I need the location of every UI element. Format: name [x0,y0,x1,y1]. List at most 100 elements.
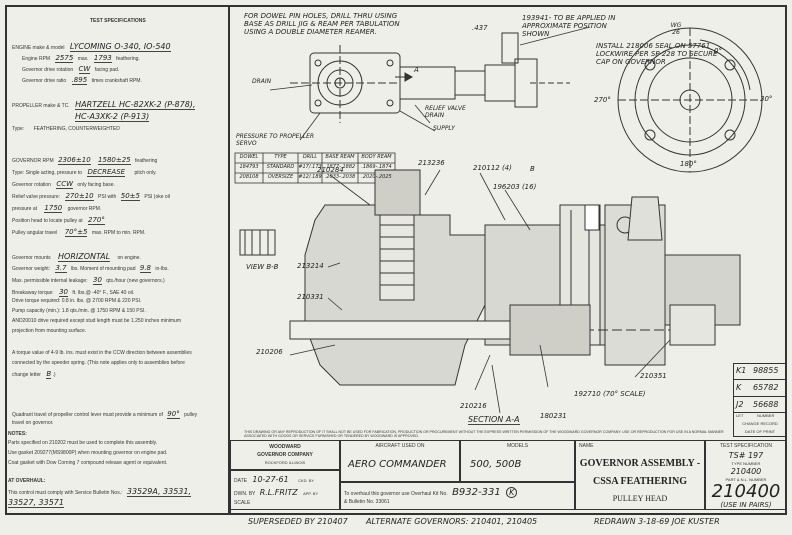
angle-270: 270° [594,96,611,104]
models-cell [460,440,575,482]
aircraft-value: AERO COMMANDER [348,459,447,470]
copyright-note: THIS DRAWING OR ANY REPRODUCTION OF IT S… [244,430,724,439]
spec-note1: Parts specified on 210202 must be used t… [8,440,158,446]
dowel-cell: 184793 [239,164,259,170]
aircraft-label: AIRCRAFT USED ON [375,443,425,449]
footer-redrawn: REDRAWN 3-18-69 JOE KUSTER [594,517,720,526]
spec-overhaul-row: AT OVERHAUL: [8,478,46,484]
spec-torque-note2: connected by the speeder spring. (This n… [12,360,185,366]
spec-gov-rotation-row: Governor rotation CCW only facing base. [12,180,115,189]
part-213214: 213214 [297,262,324,270]
engine-value: LYCOMING O-340, IO-540 [69,42,171,52]
dowel-cell: STANDARD [266,164,295,170]
view-bb [239,229,276,256]
spec-engine-rpm-row: Engine RPM 2575 max. 1793 feathering. [22,54,140,63]
label-section-aa: SECTION A-A [468,415,520,425]
change-row-letter: J2 [736,400,744,409]
spec-pos-row: Position head to locate pulley at 270° [12,216,105,225]
use-in-pairs: (USE IN PAIRS) [720,501,772,509]
test-spec-label: TEST SPECIFICATION [719,443,773,449]
part-180231: 180231 [540,412,567,420]
dowel-cell: .1877-.1882 [324,164,356,170]
part-213236: 213236 [418,159,445,167]
dowel-cell: .2033-.2038 [324,174,356,180]
label-scale-note: 192710 (70° SCALE) [574,390,646,398]
change-row-letter: K [736,383,742,392]
spec-gov-rpm-row: GOVERNOR RPM 2306±10 1580±25 feathering [12,156,158,165]
scale-label: SCALE [234,500,251,506]
marker-a: A [414,66,419,74]
dowel-cell: 208108 [239,174,259,180]
label-drain: DRAIN [252,78,272,85]
name-line3: PULLEY HEAD [612,494,668,503]
governor-drawing [234,26,763,414]
dowel-header-4: BODY REAM [361,154,392,160]
part-210351: 210351 [640,372,667,380]
spec-pump-row: Pump capacity (min.): 1.8 qts./min. @ 17… [12,308,146,314]
spec-type-row: Type: FEATHERING, COUNTERWEIGHTED [12,126,120,132]
spec-note3: Coat gasket with Dow Corning 7 compound … [8,460,168,466]
part-210331: 210331 [297,293,324,301]
spec-proj-row: projection from mounting surface. [12,328,87,334]
spec-torque-row: Breakaway torque: 30 ft. lbs.@ -40° F., … [12,288,135,297]
marker-b: B [530,165,535,173]
note-193941: 193941- TO BE APPLIED IN APPROXIMATE POS… [522,14,616,38]
spec-weight-row: Governor weight: 3.7 lbs. Moment of moun… [12,264,169,273]
test-spec-value: TS# 197 [728,451,764,460]
top-view [290,32,570,123]
date-row: DATE 10-27-61 CKD. BY [234,475,315,484]
footer-superseded: SUPERSEDED BY 210407 [248,517,348,526]
change-record-panel [733,363,787,437]
dowel-header-2: DRILL [302,154,318,160]
overhaul-kit-row: To overhaul this governor use Overhaul K… [344,487,518,498]
test-spec-panel [5,5,230,515]
company-name2: GOVERNOR COMPANY [257,452,313,458]
dowel-header-0: DOWEL [239,154,259,160]
part-196203: 196203 (16) [493,183,537,191]
test-spec-cell [705,440,787,510]
spec-rotation-row: Governor drive rotation CW facing pad. [22,65,120,74]
spec-quad-row2: travel on governor. [12,420,54,426]
type-number-label: TYPE NUMBER [731,461,761,466]
dowel-header-3: BASE REAM [325,154,355,160]
spec-pressure-row: pressure at 1750 governor RPM. [12,204,102,213]
part-number-label: PART & N.L. NUMBER [725,477,767,482]
date-cell [230,470,340,510]
overhaul-kit-letter: K [506,487,518,498]
label-supply: SUPPLY [433,125,455,132]
name-label: NAME [579,443,594,449]
spec-and-row: AND20010 drive required except stud leng… [12,318,181,324]
pulley-dial [617,27,763,173]
part-210284: 210284 [317,166,344,174]
name-line2: CSSA FEATHERING [592,476,687,487]
spec-heading: TEST SPECIFICATIONS [90,18,146,24]
spec-action-row: Type: Single acting, pressure to DECREAS… [12,168,157,177]
change-row-number: 56688 [753,400,779,409]
angle-0: 0° [714,47,722,55]
spec-mount-row: Governor mounts HORIZONTAL on engine. [12,252,141,262]
dowel-header-1: TYPE [274,154,287,160]
note-dowel-holes: FOR DOWEL PIN HOLES, DRILL THRU USING BA… [244,12,400,36]
dowel-cell: #17/.173 [298,164,322,170]
spec-ratio-row: Governor drive ratio .895 times cranksha… [22,76,142,85]
company-name3: ROCKFORD ILLINOIS [264,460,306,465]
models-label: MODELS [506,443,529,449]
service-bulletin: & Bulletin No. 33061 [344,499,390,505]
part-210112: 210112 (4) [473,164,512,172]
dowel-table: DOWEL TYPE DRILL BASE REAM BODY REAM 184… [235,153,395,183]
spec-engine-row: ENGINE make & model LYCOMING O-340, IO-5… [12,42,171,52]
name-line1: GOVERNOR ASSEMBLY - [579,458,701,469]
part-210216: 210216 [460,402,487,410]
spec-pulley-row: Pulley angular travel 70°±5 max. RPM to … [12,228,146,237]
label-view-bb: VIEW B-B [246,263,279,271]
spec-notes-heading: NOTES: [8,431,27,437]
aircraft-cell [340,440,460,482]
callout-wd: WG 26 [670,22,682,36]
change-record-title: CHANGE RECORD [742,421,778,426]
change-row-number: 98855 [753,366,779,375]
type-number-value: 210400 [730,467,762,476]
change-row-number: 65782 [753,383,779,392]
section-aa [289,169,741,386]
angle-180: 180° [680,160,697,168]
